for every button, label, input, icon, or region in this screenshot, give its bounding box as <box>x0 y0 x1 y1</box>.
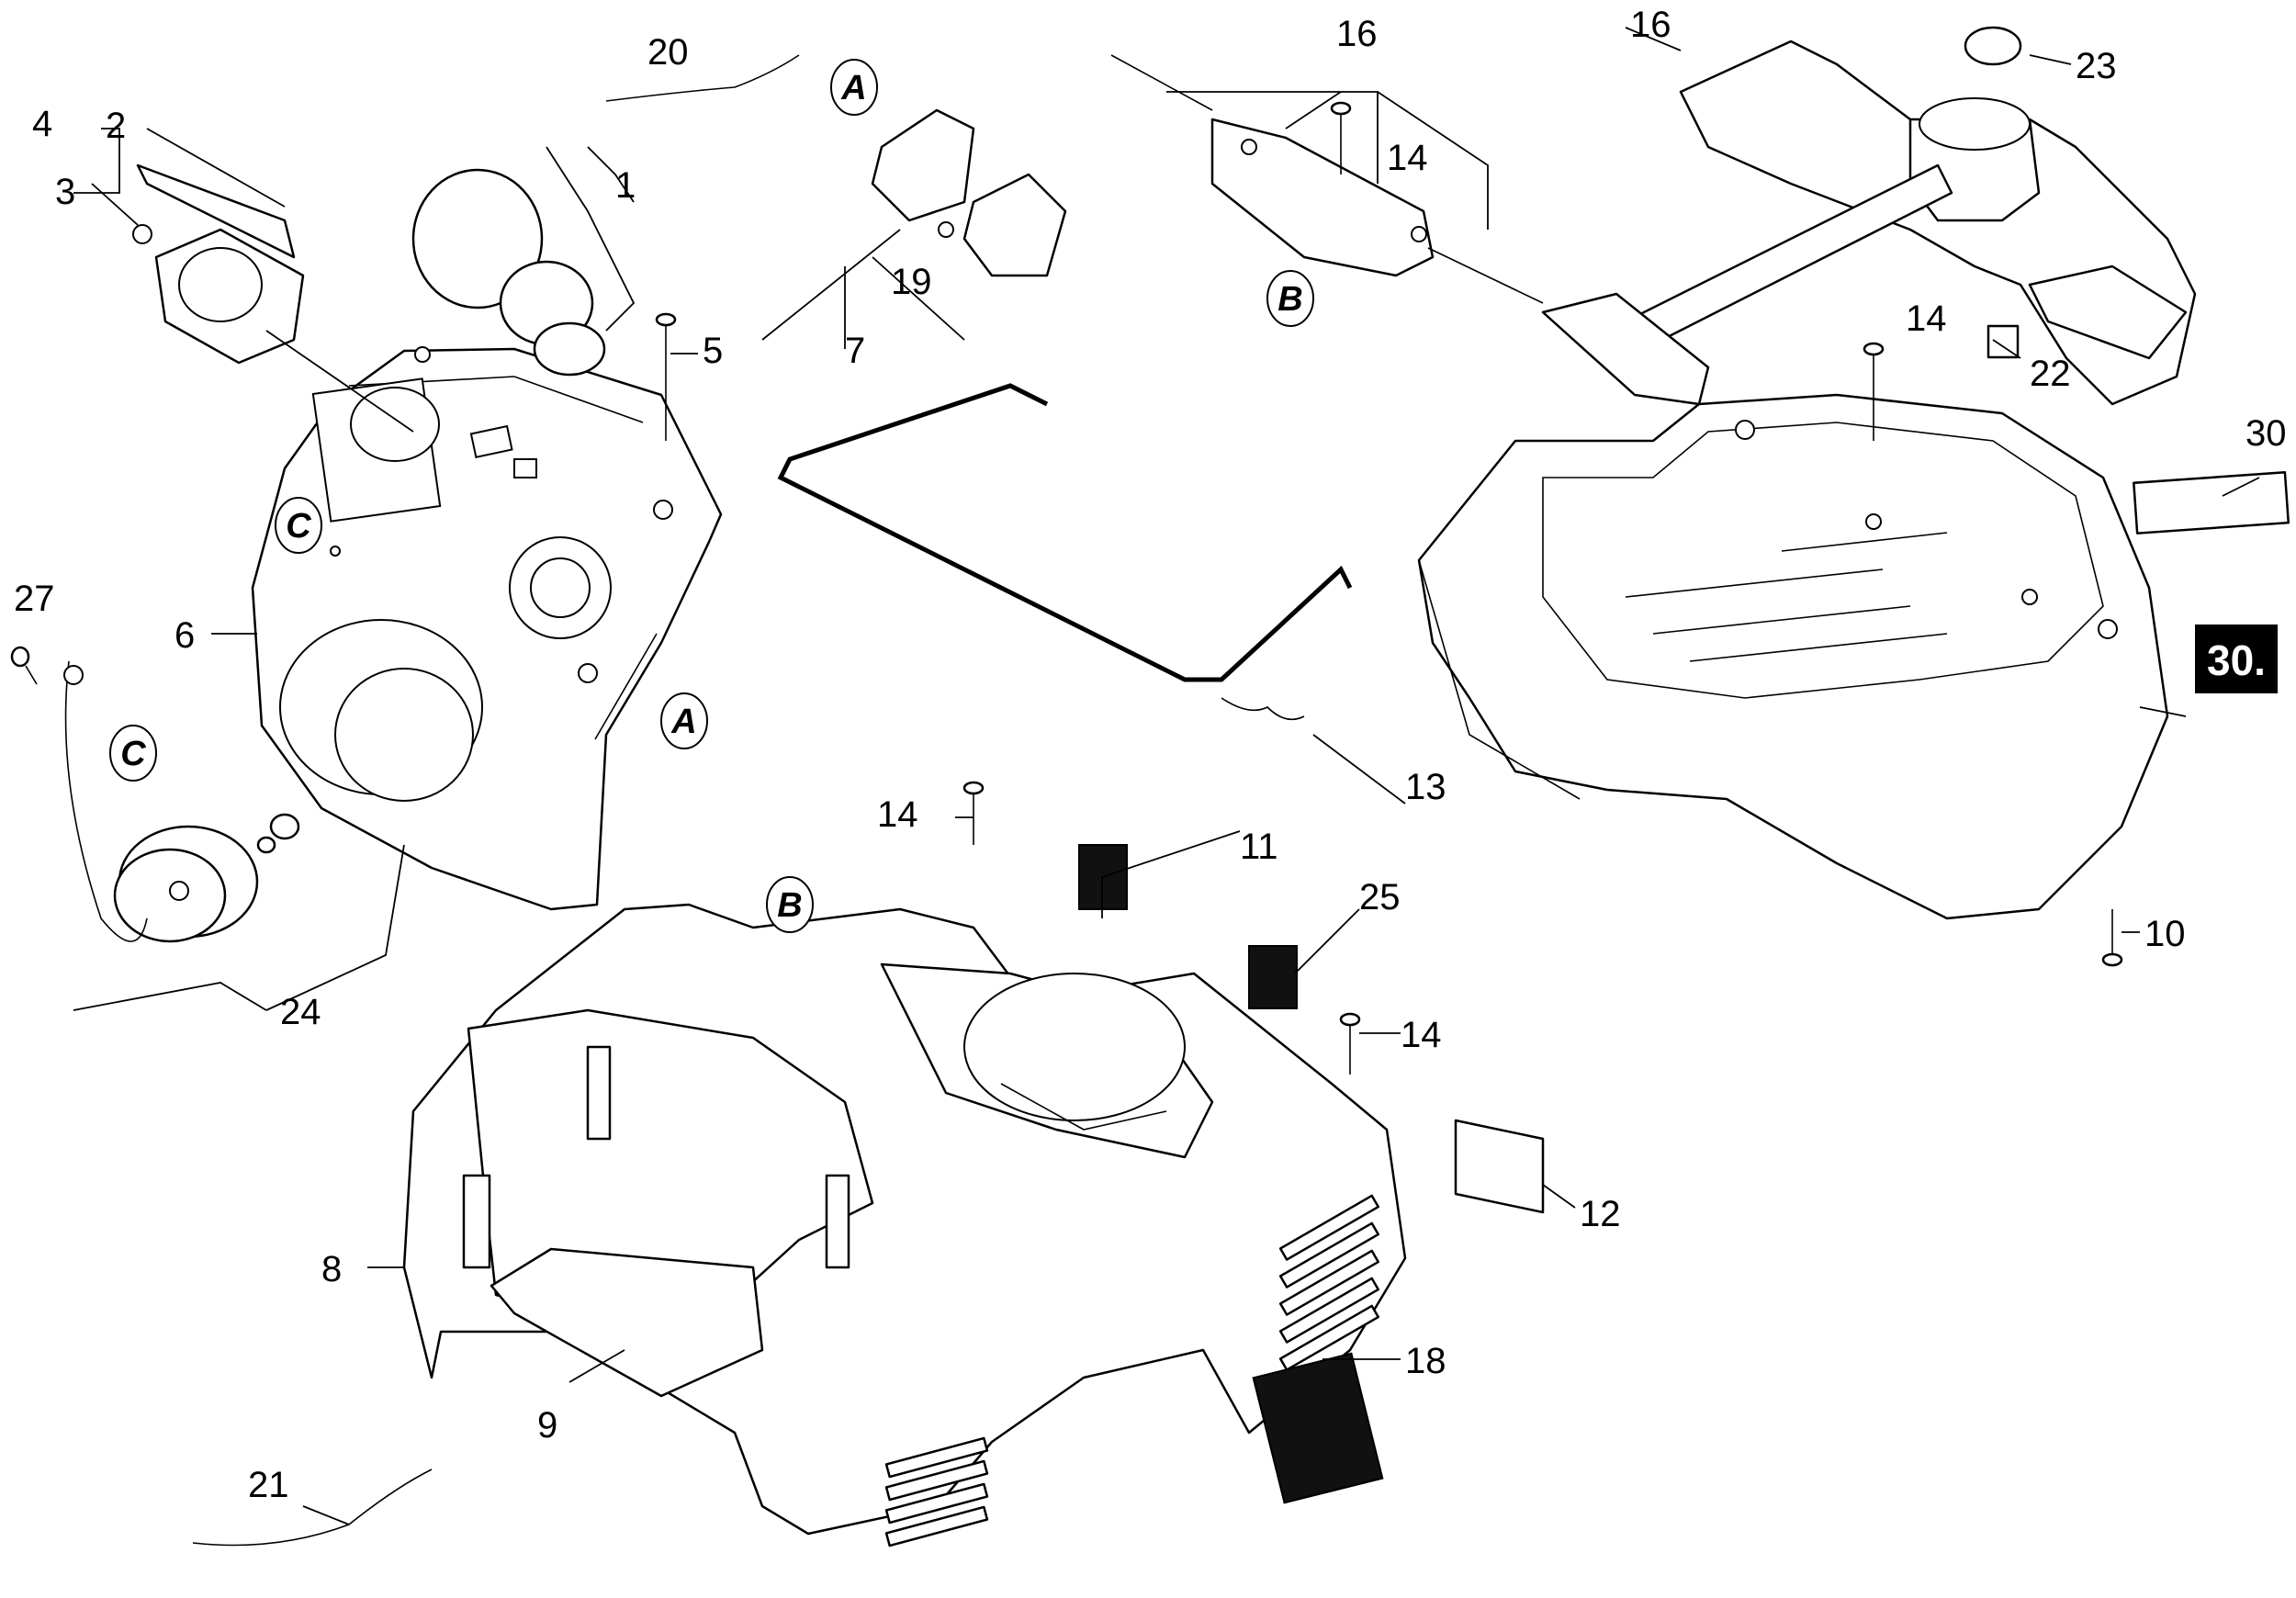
callout-19: 19 <box>891 262 932 302</box>
callout-30: 30 <box>2245 413 2287 454</box>
filter-pad-part-11b <box>1248 945 1298 1009</box>
callout-8: 8 <box>321 1249 342 1289</box>
tank-cap-part-1 <box>411 168 606 377</box>
label-part-12 <box>1454 1119 1545 1214</box>
screw-part-14b <box>1339 1012 1361 1075</box>
main-housing-part-8 <box>402 903 1407 1547</box>
callout-1: 1 <box>615 165 636 206</box>
screw-part-27 <box>10 646 38 685</box>
callout-6: 6 <box>174 615 195 656</box>
base-tray-part-30 <box>1417 393 2169 920</box>
callout-12: 12 <box>1580 1194 1621 1234</box>
callout-14-b: 14 <box>1401 1015 1442 1055</box>
callout-18: 18 <box>1405 1341 1446 1381</box>
callout-4: 4 <box>32 104 52 144</box>
svg-text:B: B <box>777 886 802 925</box>
callout-10: 10 <box>2144 914 2186 954</box>
socket-part-3 <box>132 163 305 365</box>
callout-14-a: 14 <box>877 794 918 835</box>
callout-5: 5 <box>703 331 723 371</box>
screw-part-14a <box>962 781 985 845</box>
handle-assembly <box>1541 39 2197 406</box>
callout-16-a: 16 <box>1336 14 1378 54</box>
cap-disk-part-23 <box>1964 26 2022 66</box>
label-plate-part-18 <box>1252 1352 1384 1504</box>
leader-lines <box>73 27 2260 1525</box>
callout-7: 7 <box>845 331 865 371</box>
callout-3: 3 <box>55 172 75 212</box>
vent-slots-front <box>884 1436 989 1547</box>
callout-16-b: 16 <box>1630 5 1671 45</box>
callout-25: 25 <box>1359 877 1401 917</box>
callout-2: 2 <box>106 106 126 146</box>
callout-13: 13 <box>1405 767 1446 807</box>
screw-part-5 <box>655 312 677 441</box>
callout-14-d: 14 <box>1906 298 1947 339</box>
cable-part-20 <box>605 54 800 102</box>
callout-27: 27 <box>14 579 55 619</box>
svg-text:A: A <box>670 703 696 741</box>
callout-20: 20 <box>647 32 689 73</box>
ref-mark-b-1: B <box>1266 270 1314 327</box>
ref-mark-c-1: C <box>275 497 322 554</box>
panel-housing-part-6 <box>251 346 723 911</box>
ref-mark-a-1: A <box>830 59 878 116</box>
cable-part-21 <box>192 1469 433 1547</box>
ref-mark-c-2: C <box>109 725 157 782</box>
reference-marks: A A B B C C <box>109 59 1314 933</box>
screw-part-14c <box>1330 101 1352 174</box>
handle-grip-part-16 <box>1110 54 1544 304</box>
svg-text:C: C <box>286 507 311 546</box>
svg-text:C: C <box>120 735 146 773</box>
label-strip-part-30 <box>2133 471 2290 535</box>
cap-part-24 <box>63 660 300 943</box>
switch-part-7 <box>871 108 1067 277</box>
callout-labels: 1 2 3 4 5 6 7 8 9 10 11 12 13 14 14 14 1… <box>14 5 2287 1505</box>
ref-mark-a-2: A <box>660 692 708 749</box>
wire-frame-part-13 <box>777 383 1353 721</box>
section-badge-label: 30. <box>2207 636 2266 684</box>
callout-22: 22 <box>2030 354 2071 394</box>
callout-23: 23 <box>2076 46 2117 86</box>
section-badge: 30. <box>2195 625 2278 693</box>
svg-text:A: A <box>840 69 866 107</box>
callout-9: 9 <box>537 1405 557 1446</box>
callout-11: 11 <box>1240 827 1278 867</box>
ref-mark-b-2: B <box>766 876 814 933</box>
callout-24: 24 <box>280 992 321 1032</box>
screw-part-10 <box>2101 909 2123 967</box>
callout-21: 21 <box>248 1465 289 1505</box>
svg-text:B: B <box>1277 280 1302 319</box>
callout-14-c: 14 <box>1387 138 1428 178</box>
screw-part-14d <box>1863 342 1885 441</box>
vent-slots-side <box>1278 1194 1379 1371</box>
